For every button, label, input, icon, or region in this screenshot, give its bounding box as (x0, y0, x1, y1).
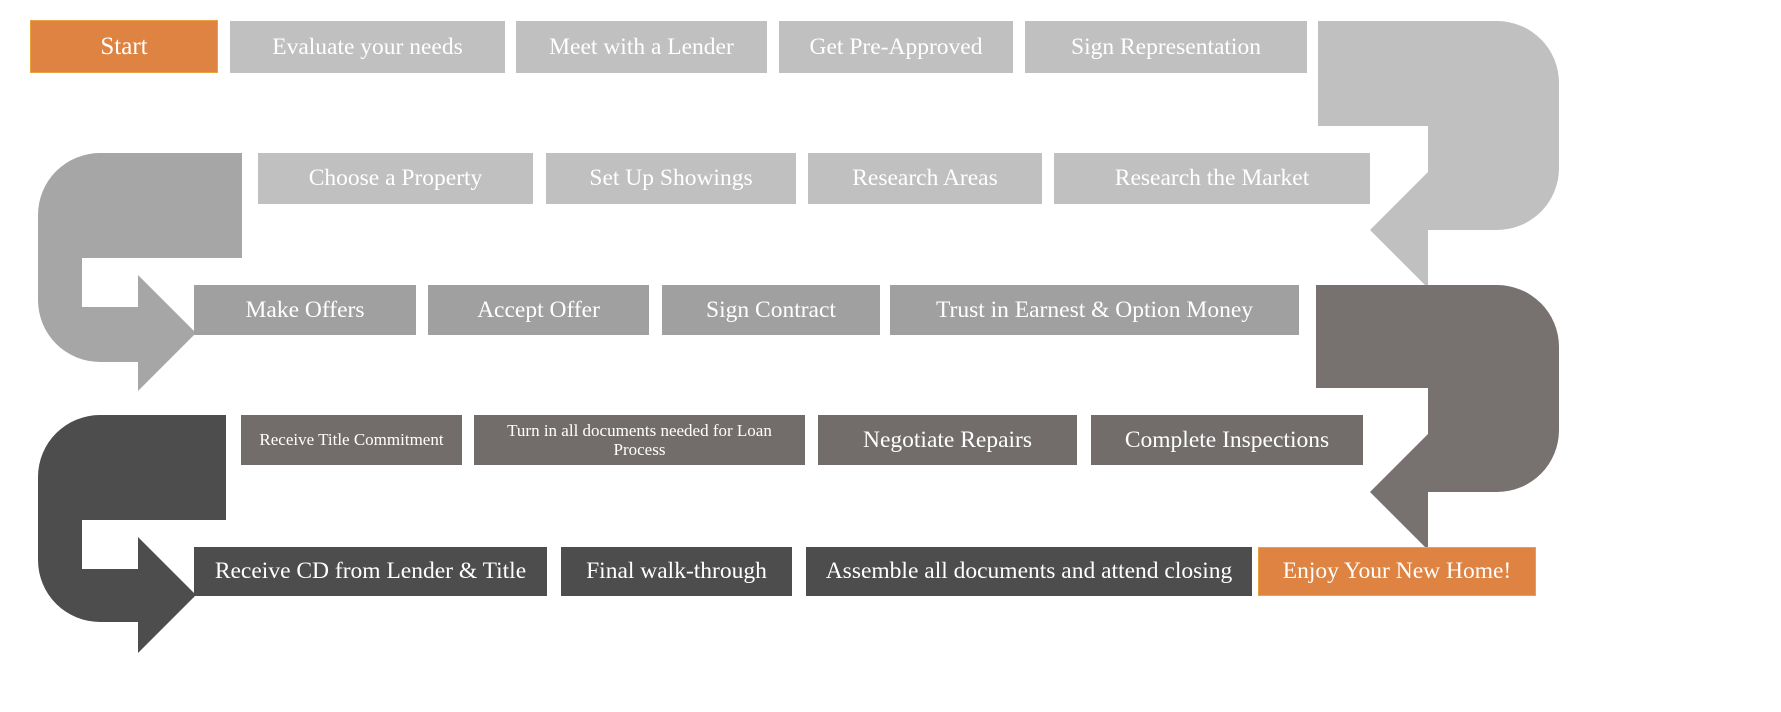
step-label: Sign Representation (1071, 33, 1261, 60)
u-turn-arrow-left-darkest (38, 415, 226, 653)
step-label: Enjoy Your New Home! (1282, 558, 1512, 585)
step-label: Meet with a Lender (549, 33, 734, 60)
step-box-negotiate-repairs[interactable]: Negotiate Repairs (818, 415, 1077, 465)
step-label: Evaluate your needs (272, 33, 463, 60)
step-label: Research the Market (1114, 165, 1310, 192)
step-label: Get Pre-Approved (809, 33, 983, 60)
step-box-make-offers[interactable]: Make Offers (194, 285, 416, 335)
step-box-turn-in-all-documents[interactable]: Turn in all documents needed for Loan Pr… (474, 415, 805, 465)
step-box-meet-with-a-lender[interactable]: Meet with a Lender (516, 21, 767, 73)
step-box-evaluate-your-needs[interactable]: Evaluate your needs (230, 21, 505, 73)
step-box-assemble-all-documents[interactable]: Assemble all documents and attend closin… (806, 547, 1252, 596)
step-box-enjoy-your-new-home[interactable]: Enjoy Your New Home! (1258, 547, 1536, 596)
step-label: Make Offers (245, 296, 365, 323)
step-box-sign-contract[interactable]: Sign Contract (662, 285, 880, 335)
step-label: Assemble all documents and attend closin… (825, 558, 1233, 585)
step-box-receive-title-commitment[interactable]: Receive Title Commitment (241, 415, 462, 465)
step-box-research-areas[interactable]: Research Areas (808, 153, 1042, 204)
step-label: Turn in all documents needed for Loan Pr… (507, 420, 772, 459)
step-label: Trust in Earnest & Option Money (935, 296, 1254, 323)
step-box-complete-inspections[interactable]: Complete Inspections (1091, 415, 1363, 465)
step-label: Sign Contract (706, 296, 836, 323)
step-box-final-walk-through[interactable]: Final walk-through (561, 547, 792, 596)
u-turn-arrow-left-medium (38, 153, 242, 391)
step-label: Set Up Showings (589, 165, 753, 192)
step-label: Start (100, 32, 148, 60)
step-box-sign-representation[interactable]: Sign Representation (1025, 21, 1307, 73)
step-label: Research Areas (852, 165, 998, 192)
step-label: Complete Inspections (1124, 426, 1330, 453)
step-box-choose-a-property[interactable]: Choose a Property (258, 153, 533, 204)
step-label: Choose a Property (308, 165, 483, 192)
step-label: Receive Title Commitment (259, 430, 444, 450)
step-box-get-pre-approved[interactable]: Get Pre-Approved (779, 21, 1013, 73)
step-label: Receive CD from Lender & Title (214, 558, 527, 585)
step-label: Negotiate Repairs (862, 426, 1032, 453)
step-label: Final walk-through (586, 558, 767, 585)
step-box-research-the-market[interactable]: Research the Market (1054, 153, 1370, 204)
step-box-receive-cd-from-lender-and-title[interactable]: Receive CD from Lender & Title (194, 547, 547, 596)
step-box-accept-offer[interactable]: Accept Offer (428, 285, 649, 335)
step-label: Accept Offer (477, 296, 600, 323)
step-box-start[interactable]: Start (30, 20, 218, 73)
step-box-set-up-showings[interactable]: Set Up Showings (546, 153, 796, 204)
step-box-trust-in-earnest-and-option-money[interactable]: Trust in Earnest & Option Money (890, 285, 1299, 335)
